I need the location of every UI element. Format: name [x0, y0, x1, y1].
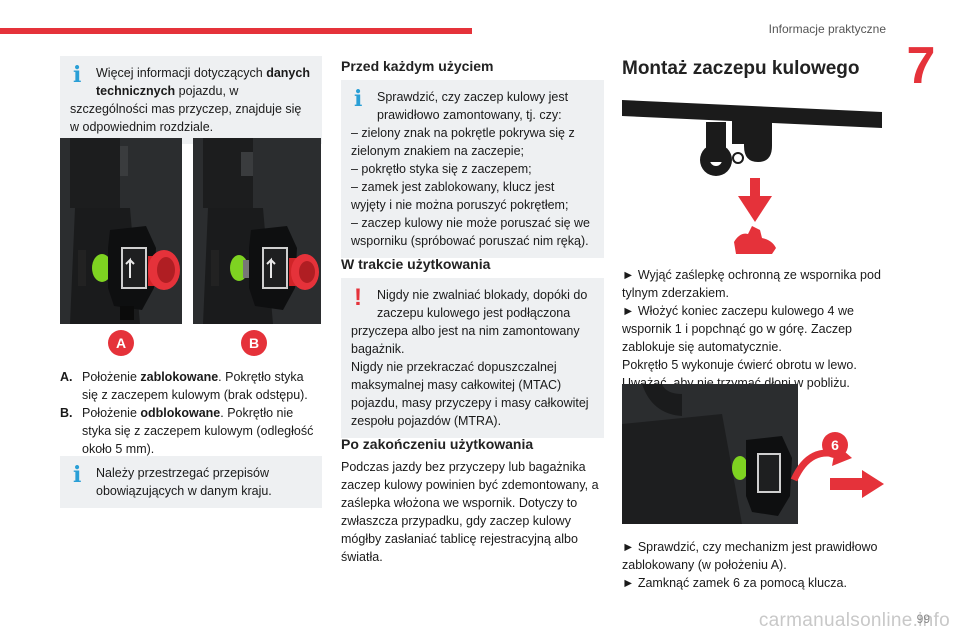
caption-b: B. Położenie odblokowane. Pokrętło nie s… [60, 404, 322, 458]
header-accent-bar [0, 28, 472, 34]
info-text: Należy przestrzegać przepisów obowiązują… [96, 466, 272, 498]
step-text: ► Włożyć koniec zaczepu kulowego 4 we ws… [622, 304, 854, 354]
photo-locked-position [60, 138, 182, 324]
caption-text: Położenie [82, 370, 141, 384]
checklist-item: – zaczep kulowy nie może poruszać się we… [351, 216, 591, 248]
warning-box: ! Nigdy nie zwalniać blokady, dopóki do … [341, 278, 604, 438]
page-number: 99 [916, 612, 930, 626]
step-text: ► Zamknąć zamek 6 za pomocą klucza. [622, 576, 847, 590]
warning-icon: ! [354, 284, 362, 311]
heading-during-use: W trakcie użytkowania [341, 256, 491, 272]
caption-bold: zablokowane [140, 370, 219, 384]
chapter-number: 7 [906, 37, 936, 95]
info-icon: i [73, 62, 82, 88]
warning-text: Nigdy nie przekraczać dopuszczalnej maks… [351, 360, 589, 428]
photo-unlocked-position [193, 138, 321, 324]
info-text: Więcej informacji dotyczących [96, 66, 267, 80]
info-box-technical-data: i Więcej informacji dotyczących danych t… [60, 56, 322, 144]
info-icon: i [73, 462, 82, 488]
caption-a: A. Położenie zablokowane. Pokrętło styka… [60, 368, 322, 404]
heading-before-use: Przed każdym użyciem [341, 58, 494, 74]
paragraph-after-use: Podczas jazdy bez przyczepy lub bagażnik… [341, 460, 599, 564]
caption-list: A. Położenie zablokowane. Pokrętło styka… [60, 368, 322, 458]
caption-text: . Pokrętło styka się z zaczepem kulowym … [82, 370, 308, 402]
info-icon: i [354, 86, 363, 112]
figure-label-a: A [108, 330, 134, 356]
steps-group-2: ► Sprawdzić, czy mechanizm jest prawidło… [622, 538, 884, 592]
section-title: Montaż zaczepu kulowego [622, 58, 860, 79]
photo-lock [622, 384, 798, 524]
step-text: ► Wyjąć zaślepkę ochronną ze wspornika p… [622, 268, 881, 300]
caption-text: Położenie [82, 406, 141, 420]
info-text-bold: danych technicznych [96, 66, 310, 98]
caption-key: B. [60, 406, 73, 420]
watermark: carmanualsonline.info [758, 610, 950, 631]
steps-group-1: ► Wyjąć zaślepkę ochronną ze wspornika p… [622, 266, 884, 392]
checklist-intro: Sprawdzić, czy zaczep kulowy jest prawid… [377, 90, 569, 122]
illustration-bracket [622, 92, 884, 262]
figure-label-b: B [241, 330, 267, 356]
heading-after-use: Po zakończeniu użytkowania [341, 436, 534, 452]
figure-badge-6: 6 [822, 432, 848, 458]
info-text-rest: pojazdu, w szczególności mas przyczep, z… [70, 84, 302, 134]
checklist-item: – zielony znak na pokrętle pokrywa się z… [351, 126, 575, 158]
info-box-regulations: i Należy przestrzegać przepisów obowiązu… [60, 456, 322, 508]
checklist-item: – zamek jest zablokowany, klucz jest wyj… [351, 180, 569, 212]
caption-text: . Pokrętło nie styka się z zaczepem kulo… [82, 406, 314, 456]
info-box-checklist: i Sprawdzić, czy zaczep kulowy jest praw… [341, 80, 604, 258]
step-text: ► Sprawdzić, czy mechanizm jest prawidło… [622, 540, 878, 572]
caption-bold: odblokowane [140, 406, 221, 420]
checklist-item: – pokrętło styka się z zaczepem; [351, 162, 532, 176]
caption-key: A. [60, 370, 73, 384]
warning-text: Nigdy nie zwalniać blokady, dopóki do za… [351, 288, 588, 356]
section-label: Informacje praktyczne [768, 22, 886, 36]
